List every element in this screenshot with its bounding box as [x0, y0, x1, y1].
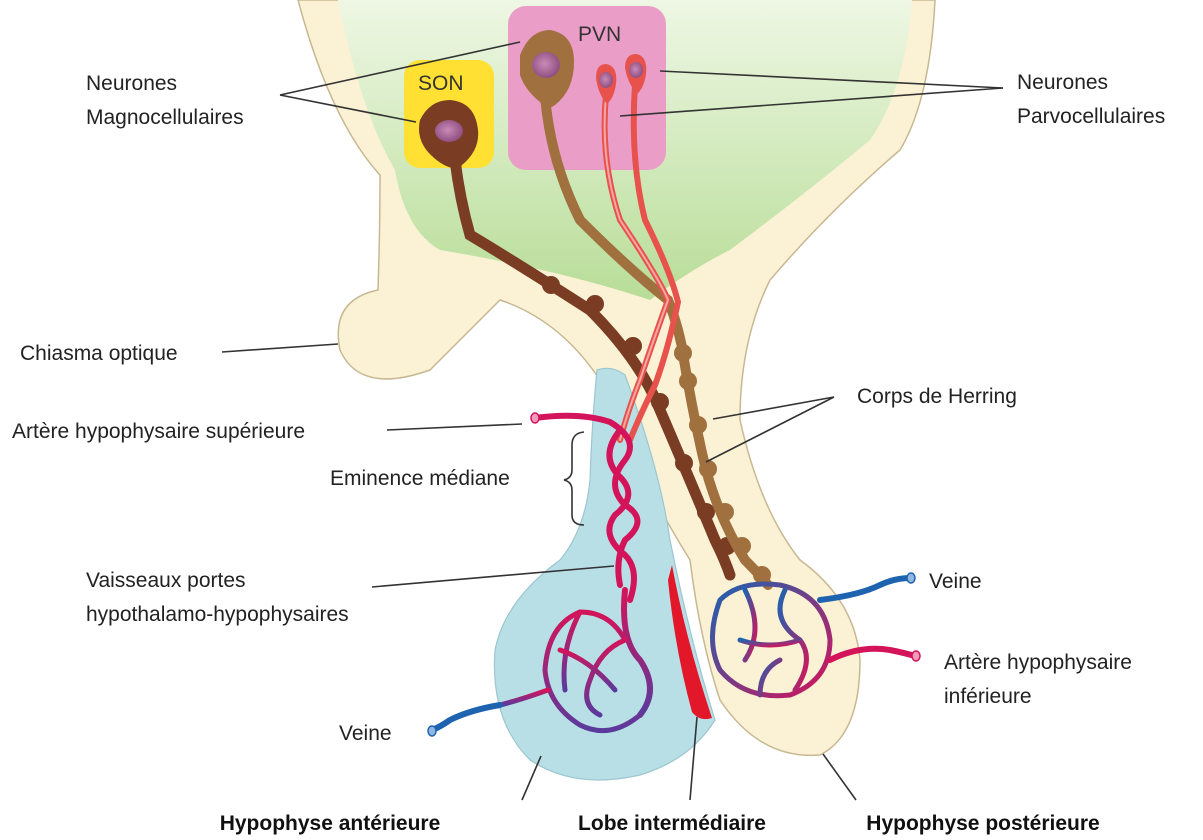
anterior-vein	[432, 705, 500, 730]
sup-artery-end	[531, 413, 539, 423]
label-corps-herring: Corps de Herring	[857, 385, 1017, 408]
label-veine-left: Veine	[339, 722, 392, 745]
label-veine-right: Veine	[929, 570, 982, 593]
label-magno-2: Magnocellulaires	[86, 106, 244, 129]
posterior-vein-end	[907, 573, 915, 583]
son-magno-nucleus	[435, 120, 463, 142]
son-label: SON	[418, 72, 464, 95]
label-parvo-2: Parvocellulaires	[1017, 105, 1165, 128]
parvo-nucleus-2	[629, 62, 643, 78]
label-parvo-1: Neurones	[1017, 71, 1108, 94]
posterior-vein	[820, 578, 910, 600]
parvo-nucleus-1	[599, 72, 613, 88]
label-lobe-inter: Lobe intermédiaire	[578, 812, 766, 835]
label-vaisseaux-1: Vaisseaux portes	[86, 569, 246, 592]
label-artere-inf-1: Artère hypophysaire	[944, 651, 1132, 674]
label-hypo-ant: Hypophyse antérieure	[220, 812, 441, 835]
label-magno-1: Neurones	[86, 72, 177, 95]
anterior-vein-end	[428, 726, 436, 736]
label-artere-inf-2: inférieure	[944, 685, 1032, 708]
label-eminence: Eminence médiane	[330, 467, 510, 490]
label-hypo-post: Hypophyse postérieure	[866, 812, 1099, 835]
pvn-magno-nucleus	[532, 52, 560, 78]
label-vaisseaux-2: hypothalamo-hypophysaires	[86, 603, 349, 626]
label-artere-sup: Artère hypophysaire supérieure	[12, 420, 305, 443]
pvn-label: PVN	[578, 23, 621, 46]
inf-artery-end	[912, 651, 920, 661]
label-chiasma: Chiasma optique	[20, 342, 178, 365]
